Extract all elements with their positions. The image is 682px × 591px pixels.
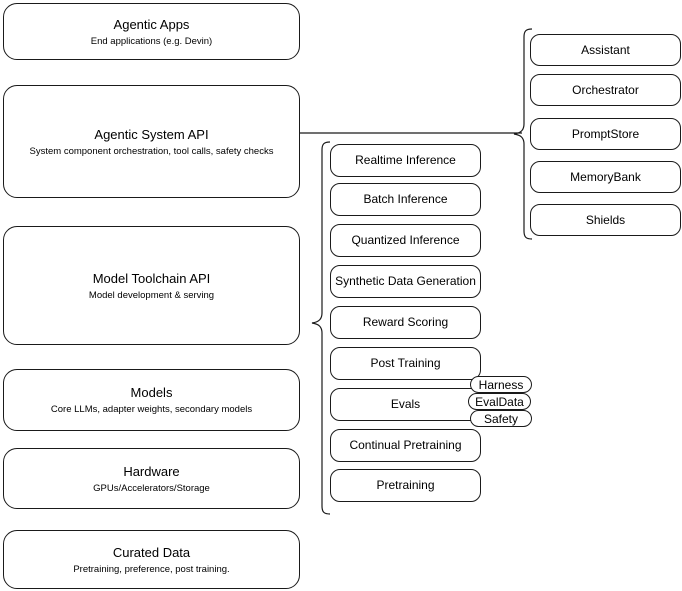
evals-subcomponent-safety[interactable]: Safety [470,410,532,427]
layer-subtitle: System component orchestration, tool cal… [29,145,274,157]
subcomponent-label: Harness [478,377,524,392]
layer-title: Curated Data [112,544,191,560]
layer-agentic-apps[interactable]: Agentic Apps End applications (e.g. Devi… [3,3,300,60]
evals-subcomponent-harness[interactable]: Harness [470,376,532,393]
layer-curated-data[interactable]: Curated Data Pretraining, preference, po… [3,530,300,589]
system-component-orchestrator[interactable]: Orchestrator [530,74,681,106]
brace-toolchain-components [311,141,331,515]
component-label: Orchestrator [572,82,639,97]
layer-title: Models [130,385,173,400]
component-label: Assistant [581,42,630,57]
system-component-assistant[interactable]: Assistant [530,34,681,66]
toolchain-component-post-training[interactable]: Post Training [330,347,481,380]
component-label: Batch Inference [363,192,448,206]
layer-subtitle: Model development & serving [88,289,215,301]
component-label: Continual Pretraining [349,438,462,452]
layer-hardware[interactable]: Hardware GPUs/Accelerators/Storage [3,448,300,509]
evals-subcomponent-evaldata[interactable]: EvalData [468,393,531,410]
layer-title: Hardware [123,463,180,479]
toolchain-component-quantized-inference[interactable]: Quantized Inference [330,224,481,257]
system-component-memorybank[interactable]: MemoryBank [530,161,681,193]
layer-title: Model Toolchain API [92,270,211,286]
brace-system-components [513,28,533,240]
component-label: Pretraining [376,478,435,492]
connector-system-api-to-components [300,128,522,138]
component-label: Evals [390,397,421,411]
component-label: Synthetic Data Generation [335,274,476,288]
component-label: Quantized Inference [351,233,460,247]
component-label: Shields [585,212,626,227]
system-component-promptstore[interactable]: PromptStore [530,118,681,150]
layer-subtitle: GPUs/Accelerators/Storage [93,482,210,494]
layer-model-toolchain-api[interactable]: Model Toolchain API Model development & … [3,226,300,345]
component-label: Post Training [370,356,441,370]
layer-agentic-system-api[interactable]: Agentic System API System component orch… [3,85,300,198]
subcomponent-label: EvalData [475,394,524,409]
toolchain-component-reward-scoring[interactable]: Reward Scoring [330,306,481,339]
layer-subtitle: Core LLMs, adapter weights, secondary mo… [50,404,253,415]
toolchain-component-pretraining[interactable]: Pretraining [330,469,481,502]
layer-title: Agentic System API [94,126,209,142]
layer-models[interactable]: Models Core LLMs, adapter weights, secon… [3,369,300,431]
component-label: PromptStore [571,126,640,141]
component-label: MemoryBank [570,169,641,184]
component-label: Reward Scoring [362,315,449,329]
subcomponent-label: Safety [483,411,519,426]
toolchain-component-realtime-inference[interactable]: Realtime Inference [330,144,481,177]
toolchain-component-synthetic-data-generation[interactable]: Synthetic Data Generation [330,265,481,298]
component-label: Realtime Inference [355,153,456,167]
layer-subtitle: Pretraining, preference, post training. [73,563,230,575]
layer-title: Agentic Apps [113,16,190,32]
layer-subtitle: End applications (e.g. Devin) [90,35,213,47]
toolchain-component-batch-inference[interactable]: Batch Inference [330,183,481,216]
system-component-shields[interactable]: Shields [530,204,681,236]
toolchain-component-continual-pretraining[interactable]: Continual Pretraining [330,429,481,462]
toolchain-component-evals[interactable]: Evals [330,388,481,421]
